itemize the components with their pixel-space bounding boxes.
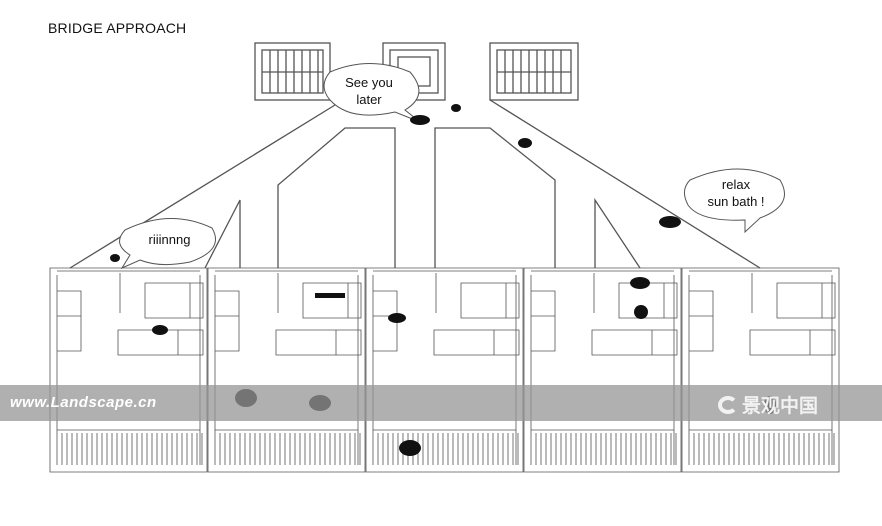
housing-units (49, 267, 840, 473)
stair-left (254, 42, 331, 101)
unit-walls (49, 267, 840, 473)
logo-text: 景观中国 (742, 396, 819, 417)
stair-right (489, 42, 579, 101)
bridge-ramps (69, 99, 761, 269)
speech-bubble-ring: riiinnng (148, 232, 191, 247)
logo-icon (718, 395, 738, 414)
diagram-title: BRIDGE APPROACH (48, 20, 187, 36)
speech-bubble-relax: relax sun bath ! (707, 177, 765, 209)
watermark-url: www.Landscape.cn (10, 394, 157, 411)
speech-bubble-see-you-later: See you later (345, 75, 393, 107)
watermark-logo: 景观中国 (718, 391, 818, 418)
